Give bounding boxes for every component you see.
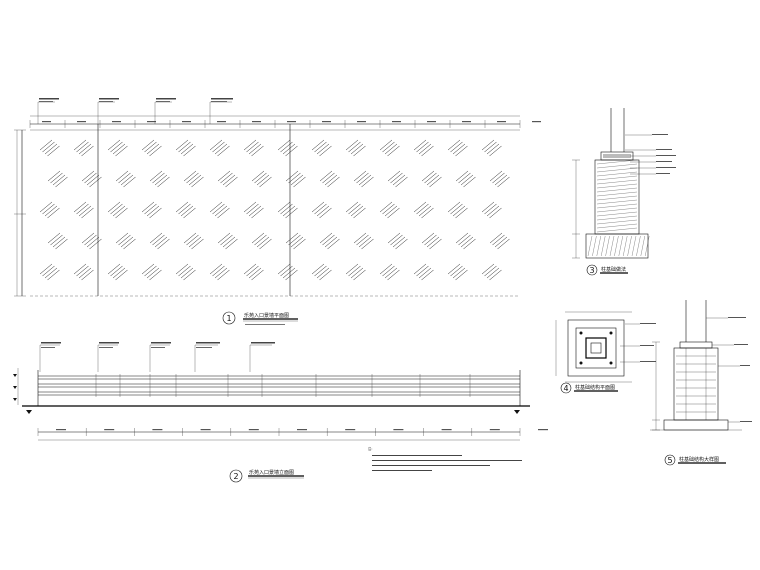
view2-number: 2 (234, 472, 239, 481)
view2-elevation: 2 乐苑入口景墙立面图 注： (13, 342, 548, 483)
view4-title: 柱基础结构平面图 (575, 384, 615, 391)
view3-number: 3 (590, 266, 595, 275)
view5-title: 柱基础结构大样图 (679, 456, 719, 463)
view1-glass-hatch (39, 139, 510, 281)
view3-footing (585, 233, 649, 259)
view5-number-circle (664, 454, 676, 466)
view2-number-circle (229, 469, 243, 483)
notes-lines (372, 455, 522, 471)
view3-section: 3 柱基础做法 (572, 108, 676, 276)
view2-dimension-ticks (37, 428, 548, 436)
view2-title: 乐苑入口景墙立面图 (249, 469, 294, 476)
view4-plan: 4 柱基础结构平面图 (555, 311, 656, 394)
view1-plan: 1 乐苑入口景墙平面图 (14, 98, 541, 325)
view5-pier (673, 347, 719, 421)
notes-heading: 注： (368, 446, 374, 451)
view5-number: 5 (668, 456, 673, 465)
view5-stirrups (676, 355, 716, 413)
view3-pier (594, 159, 640, 235)
view5-footing (663, 419, 729, 431)
view3-title: 柱基础做法 (601, 266, 626, 273)
view1-number: 1 (227, 314, 232, 323)
view4-number: 4 (564, 384, 569, 393)
view1-callouts (37, 98, 233, 124)
view1-dimension-ticks (29, 120, 541, 128)
view4-footing-outline (567, 319, 625, 377)
view3-number-circle (586, 264, 598, 276)
view4-column-plate (585, 337, 607, 359)
view5-detail: 5 柱基础结构大样图 (650, 300, 752, 466)
view4-number-circle (560, 382, 572, 394)
view1-title: 乐苑入口景墙平面图 (244, 312, 289, 319)
view2-rail-joints (95, 374, 471, 397)
view1-number-circle (222, 311, 236, 325)
view2-callouts (39, 342, 275, 372)
view3-concrete-hatch (587, 159, 650, 257)
view5-base-plate (679, 341, 713, 349)
